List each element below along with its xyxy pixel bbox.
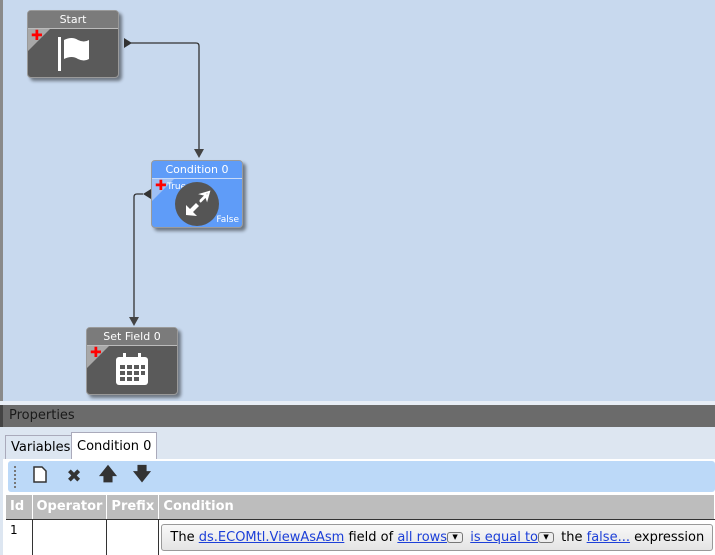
cell-condition: The ds.ECOMtl.ViewAsAsm field of all row… [159,519,715,555]
rows-link[interactable]: all rows [397,529,448,545]
delete-icon[interactable]: ✖ [66,466,82,487]
operator-link[interactable]: is equal to [470,529,539,545]
false-label: False [216,215,239,225]
calendar-icon [116,353,148,385]
rows-dropdown-icon[interactable]: ▼ [447,531,464,543]
node-title: Condition 0 [152,161,242,179]
col-id[interactable]: Id [6,495,33,520]
condition-arrows-icon [175,182,219,226]
col-prefix[interactable]: Prefix [106,495,160,520]
tab-condition-0[interactable]: Condition 0 [71,432,158,460]
flag-icon [58,37,89,71]
port-condition-true [143,189,151,199]
add-icon[interactable]: ✚ [31,28,43,44]
port-start-out [124,38,132,48]
text: the [561,529,583,545]
node-title: Start [28,11,118,29]
node-title: Set Field 0 [87,328,177,346]
conditions-table: Id Operator Prefix Condition 1 The ds.EC… [6,495,715,555]
cell-operator[interactable] [32,519,108,555]
condition-editor: The ds.ECOMtl.ViewAsAsm field of all row… [161,523,713,551]
connector-start-condition [131,42,200,150]
connector-condition-setfield [133,193,143,318]
node-corner [28,29,50,51]
node-set-field-0[interactable]: Set Field 0 ✚ [86,327,178,395]
toolbar-grip[interactable] [14,465,16,488]
tab-content: ✖ 🡅 🡇 Id Operator Prefix Condition 1 The… [3,459,715,555]
node-start[interactable]: Start ✚ [27,10,119,78]
toolbar: ✖ 🡅 🡇 [8,461,715,492]
add-icon[interactable]: ✚ [90,345,102,361]
add-icon[interactable]: ✚ [155,178,167,194]
value-link[interactable]: false... [586,529,630,545]
properties-header: Properties [0,405,715,427]
new-icon[interactable] [30,465,50,488]
workflow-canvas[interactable]: Start ✚ Condition 0 ✚ True False Set Fie… [0,0,715,401]
text: field of [348,529,394,545]
node-corner [87,346,109,368]
field-link[interactable]: ds.ECOMtl.ViewAsAsm [198,529,345,545]
arrow-down-icon[interactable]: 🡇 [132,463,152,485]
col-operator[interactable]: Operator [32,495,108,520]
tab-variables[interactable]: Variables [5,435,77,460]
operator-dropdown-icon[interactable]: ▼ [538,531,555,543]
arrow-in-setfield [129,317,139,326]
properties-panel: Variables Condition 0 ✖ 🡅 🡇 Id Operator … [0,427,715,555]
connectors [124,38,204,326]
true-label: True [167,182,187,192]
cell-prefix[interactable] [106,519,160,555]
node-corner [152,179,174,201]
text: expression [634,529,705,545]
table-header: Id Operator Prefix Condition [6,495,715,520]
table-row[interactable]: 1 The ds.ECOMtl.ViewAsAsm field of all r… [6,519,715,555]
cell-id: 1 [6,519,33,555]
arrow-up-icon[interactable]: 🡅 [98,463,118,485]
splitter[interactable] [0,401,715,405]
text: The [170,529,195,545]
arrow-in-condition [194,149,204,158]
col-condition[interactable]: Condition [158,495,715,520]
node-condition-0[interactable]: Condition 0 ✚ True False [151,160,243,228]
